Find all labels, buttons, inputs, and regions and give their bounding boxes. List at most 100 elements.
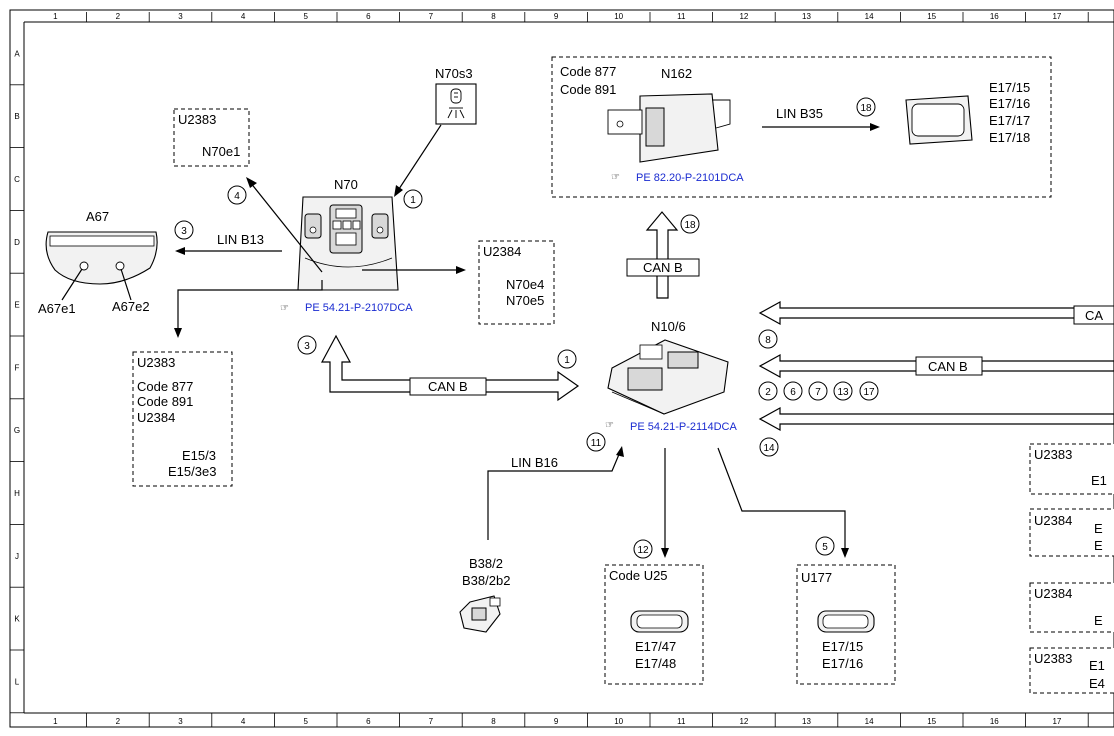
n162-ref-text[interactable]: PE 82.20-P-2101DCA [636,172,744,184]
svg-text:1: 1 [410,195,416,206]
e17-47-light-icon [630,610,689,633]
row-letter: E [14,301,19,310]
box-line: E [1094,613,1103,628]
svg-text:4: 4 [234,191,240,202]
column-number: 9 [554,12,559,21]
marker-3-a: 3 [174,220,194,240]
column-number: 6 [366,717,371,726]
column-number: 1 [53,12,58,21]
column-number: 5 [303,717,308,726]
a67-label: A67 [86,209,109,224]
e17-15-light-icon [817,610,875,633]
column-number: 15 [927,12,936,21]
marker-1-a: 1 [403,189,423,209]
box-line: E17/15 [822,639,863,654]
marker-2: 2 [758,381,778,401]
svg-text:6: 6 [790,387,796,398]
box-line: E17/16 [989,96,1030,111]
box-line: E15/3 [182,448,216,463]
a67e2-leader [120,268,132,301]
svg-text:18: 18 [860,103,872,114]
svg-text:5: 5 [822,542,828,553]
n10-6-label: N10/6 [651,319,686,334]
box-line: E15/3e3 [168,464,216,479]
box-line: Code 877 [560,64,616,79]
box-line: E17/47 [635,639,676,654]
n10-6-ref-text[interactable]: PE 54.21-P-2114DCA [630,421,737,433]
box-line: U2383 [1034,447,1072,462]
column-number: 16 [990,717,999,726]
can-top-right-label-box [1073,305,1114,325]
can-b-right-label: CAN B [928,359,968,374]
box-line: E1 [1091,473,1107,488]
n70-label: N70 [334,177,358,192]
can-b-up-label: CAN B [643,260,683,275]
column-number: 14 [865,12,874,21]
column-number: 3 [178,717,183,726]
box-line: Code 891 [560,82,616,97]
box-line: E17/18 [989,130,1030,145]
frame-border [9,9,1114,728]
column-number: 11 [677,717,686,726]
column-number: 4 [241,12,246,21]
can-b-left-label: CAN B [428,379,468,394]
a67e1-label: A67e1 [38,301,76,316]
arrowhead [174,328,182,338]
right-u2383-box [1029,443,1114,495]
svg-text:13: 13 [837,387,849,398]
marker-14: 14 [759,437,779,457]
b38-2-sensor-icon [459,595,501,633]
column-number: 8 [491,12,496,21]
row-letter: L [15,677,20,686]
n162-ref-link[interactable]: ☞ PE 82.20-P-2101DCA [611,172,744,184]
row-letter: K [14,615,20,624]
column-number: 10 [614,12,623,21]
box-line: Code 891 [137,394,193,409]
u2384-n70e4-box [478,240,555,325]
arrowhead [246,177,257,188]
lin-b13-label: LIN B13 [217,232,264,247]
row-letter: G [14,426,20,435]
svg-text:7: 7 [815,387,821,398]
row-letter: F [15,363,20,372]
box-line: U2384 [1034,513,1072,528]
column-number: 2 [116,717,121,726]
can-top-right-label: CA [1085,308,1103,323]
u2383-n70e1-box [173,108,250,167]
marker-1-b: 1 [557,349,577,369]
n70-ref-text[interactable]: PE 54.21-P-2107DCA [305,302,413,314]
column-number: 14 [865,717,874,726]
box-line: Code U25 [609,568,668,583]
can-b-up-arrow [645,211,679,299]
n10-6-ref-link[interactable]: ☞ PE 54.21-P-2114DCA [605,420,737,433]
svg-text:12: 12 [637,545,649,556]
row-letter: B [14,112,19,121]
b38-2-label: B38/2 [469,556,503,571]
arrowhead [870,123,880,131]
b38-2b2-label: B38/2b2 [462,573,510,588]
arrowhead [175,247,185,255]
right-u2383-box-2 [1029,647,1114,694]
column-number: 9 [554,717,559,726]
svg-text:18: 18 [684,220,696,231]
row-letter: C [14,175,20,184]
marker-18-b: 18 [680,214,700,234]
marker-17: 17 [859,381,879,401]
can-b-left-bus [320,334,580,402]
marker-3-b: 3 [297,335,317,355]
box-line: N70e1 [202,144,240,159]
n70-to-u2383-line [249,181,323,273]
svg-text:14: 14 [763,443,775,454]
n162-label: N162 [661,66,692,81]
a67e1-leader [61,268,83,301]
column-number: 7 [429,12,434,21]
box-line: U2383 [1034,651,1072,666]
n70-ref-link[interactable]: ☞ PE 54.21-P-2107DCA [280,302,413,314]
arrowhead [456,266,466,274]
marker-7: 7 [808,381,828,401]
right-u2384-box-1 [1029,508,1114,557]
lin-b35-label: LIN B35 [776,106,823,121]
box-line: N70e4 [506,277,544,292]
hand-pointer-icon: ☞ [280,303,289,314]
